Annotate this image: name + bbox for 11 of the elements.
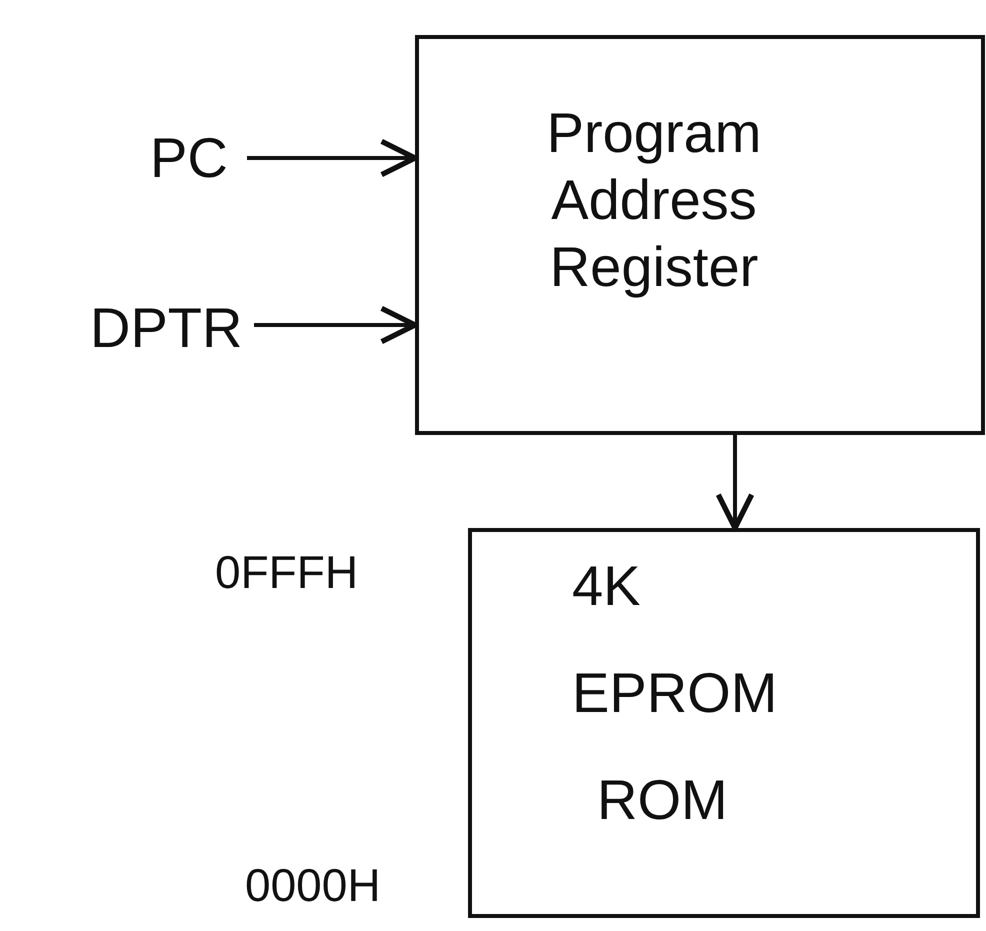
address-label: 0000H (245, 858, 381, 912)
box-label: Program Address Register (546, 100, 762, 300)
box-label: ROM (597, 767, 729, 834)
address-label: 0FFFH (215, 545, 358, 599)
signal-label: PC (150, 120, 235, 195)
arrow (716, 435, 754, 531)
signal-label: DPTR (90, 290, 242, 365)
box-label: EPROM (572, 660, 778, 726)
box-label: 4K (572, 553, 642, 619)
register-box (415, 35, 985, 435)
memory-box (468, 528, 980, 918)
